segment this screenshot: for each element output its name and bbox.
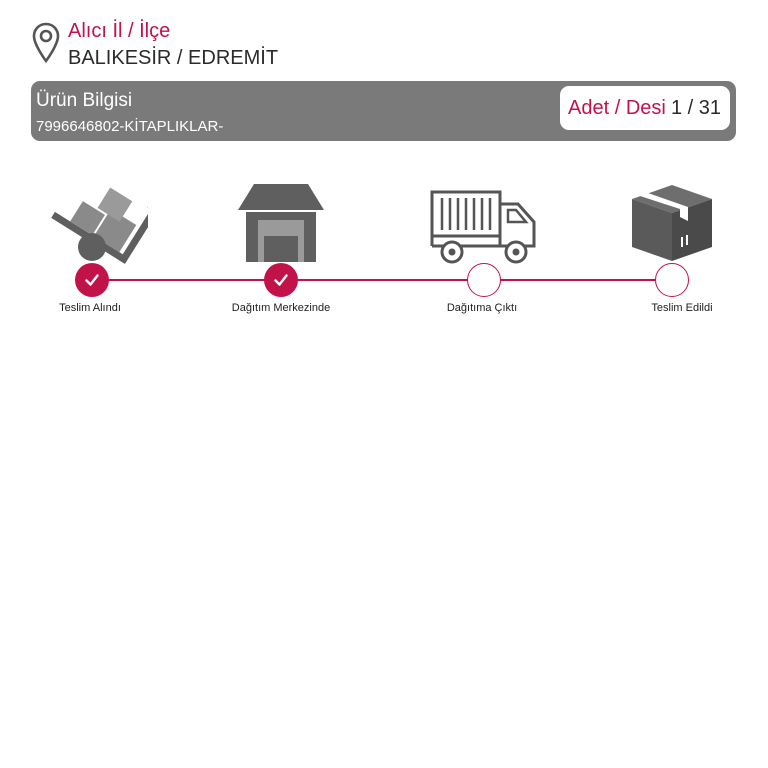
recipient-location: Alıcı İl / İlçe BALIKESİR / EDREMİT	[32, 20, 552, 72]
product-info-title: Ürün Bilgisi	[36, 90, 133, 111]
package-box-icon	[632, 185, 712, 261]
step-label-delivered: Teslim Edildi	[651, 302, 713, 314]
recipient-location-value: BALIKESİR / EDREMİT	[68, 47, 279, 69]
tracking-progress-line	[92, 279, 672, 281]
count-desi-label: Adet / Desi	[568, 97, 666, 119]
warehouse-icon	[238, 184, 324, 262]
step-circle-distribution-center	[264, 263, 298, 297]
step-label-distribution-center: Dağıtım Merkezinde	[231, 302, 331, 314]
checkmark-icon	[85, 274, 99, 286]
delivery-truck-icon	[430, 190, 536, 264]
count-desi-value: 1 / 31	[670, 97, 721, 119]
step-circle-received	[75, 263, 109, 297]
checkmark-icon	[274, 274, 288, 286]
hand-truck-icon	[51, 187, 148, 264]
step-circle-delivered	[655, 263, 689, 297]
recipient-location-label: Alıcı İl / İlçe	[68, 20, 171, 42]
product-code: 7996646802-KİTAPLIKLAR-	[36, 118, 224, 135]
step-label-received: Teslim Alındı	[59, 302, 121, 314]
count-desi-box: Adet / Desi 1 / 31	[560, 86, 730, 130]
product-info-bar: Ürün Bilgisi 7996646802-KİTAPLIKLAR- Ade…	[31, 81, 736, 141]
location-pin-icon	[32, 22, 60, 64]
step-circle-out-for-delivery	[467, 263, 501, 297]
step-label-out-for-delivery: Dağıtıma Çıktı	[446, 302, 518, 314]
